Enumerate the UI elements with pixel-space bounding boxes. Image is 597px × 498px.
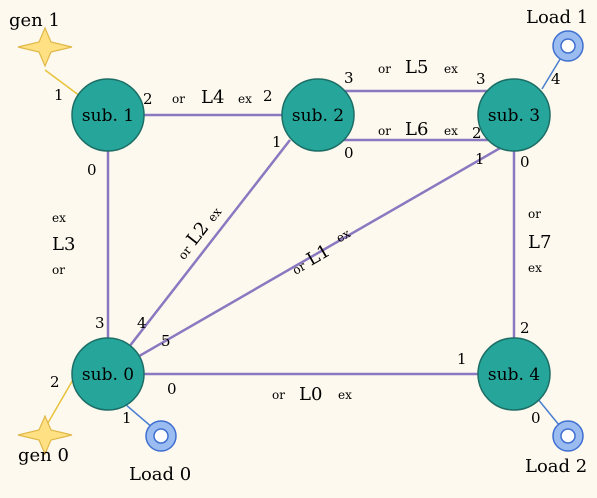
port-L7-or: 0 [520,153,530,171]
substation-label: sub. 0 [82,365,134,385]
port-L0-or: 0 [167,380,177,398]
port-gen0: 2 [50,373,60,391]
gen1-label: gen 1 [9,10,60,31]
port-load2: 0 [531,409,541,427]
line-L3-name: L3 [52,234,75,255]
substation-label: sub. 3 [488,106,540,126]
generator-star-icon[interactable] [17,26,73,68]
port-L2-or: 4 [137,314,147,332]
port-L4-ex: 2 [263,87,273,105]
port-L4-or: 2 [143,90,153,108]
line-L0-or: or [272,388,285,402]
port-L5-or: 3 [344,69,354,87]
line-L7-name: L7 [528,232,551,253]
substation-3[interactable]: sub. 3 [477,78,551,152]
port-L1-or: 5 [161,332,171,350]
load2-label: Load 2 [525,456,587,477]
line-L7-ex: ex [528,261,542,275]
port-L7-ex: 2 [520,319,530,337]
load2-icon[interactable] [552,420,584,452]
port-L1-ex: 1 [475,150,485,168]
generators: gen 1 gen 0 [9,10,73,466]
power-lines [106,89,516,376]
gen1-link [44,69,81,97]
line-L1-or: or [290,259,308,278]
line-L5-or: or [378,62,391,76]
line-L6-ex: ex [444,124,458,138]
load1-icon[interactable] [552,30,584,62]
line-L3-ex: ex [52,211,66,225]
line-L5-ex: ex [444,62,458,76]
line-L1[interactable] [107,138,515,376]
port-L3-or: 3 [95,314,105,332]
line-L5-name: L5 [405,57,428,78]
substation-1[interactable]: sub. 1 [71,78,145,152]
port-gen1: 1 [54,86,64,104]
generator-star-icon[interactable] [17,414,73,456]
substation-0[interactable]: sub. 0 [71,337,145,411]
port-L6-or: 0 [344,144,354,162]
load0-icon[interactable] [145,420,177,452]
substation-label: sub. 4 [488,365,540,385]
loads: Load 0 Load 1 Load 2 [129,7,588,485]
port-L5-ex: 3 [476,70,486,88]
port-L2-ex: 1 [272,133,282,151]
substation-2[interactable]: sub. 2 [281,78,355,152]
port-L3-ex: 0 [87,161,97,179]
line-L4-name: L4 [201,87,224,108]
line-L7-or: or [528,207,541,221]
substation-4[interactable]: sub. 4 [477,337,551,411]
port-L0-ex: 1 [457,350,467,368]
line-L6-name: L6 [405,119,428,140]
line-L1-name: L1 [303,240,334,270]
line-L0-ex: ex [338,388,352,402]
port-numbers: 3 4 5 0 1 2 1 2 0 2 3 1 0 3 4 2 1 0 2 1 … [50,69,561,427]
substations: sub. 0 sub. 1 sub. 2 sub. 3 sub. 4 [71,78,551,411]
port-L6-ex: 2 [472,124,482,142]
line-L3-or: or [52,263,65,277]
line-L2-ex: ex [205,205,225,225]
line-L2-or: or [175,243,194,262]
line-labels: or L0 ex or L4 ex or L5 ex or L6 ex ex L… [52,57,551,405]
substation-label: sub. 1 [82,106,134,126]
load0-label: Load 0 [129,464,191,485]
line-L0-name: L0 [299,384,322,405]
line-L4-ex: ex [238,92,252,106]
port-load1: 4 [551,70,561,88]
port-load0: 1 [122,409,132,427]
line-L4-or: or [172,92,185,106]
gen0-link [44,377,75,429]
line-L1-ex: ex [334,226,353,245]
line-L6-or: or [378,124,391,138]
substation-label: sub. 2 [292,106,344,126]
load1-label: Load 1 [526,7,588,28]
gen0-label: gen 0 [18,445,69,466]
line-L2[interactable] [107,139,291,375]
